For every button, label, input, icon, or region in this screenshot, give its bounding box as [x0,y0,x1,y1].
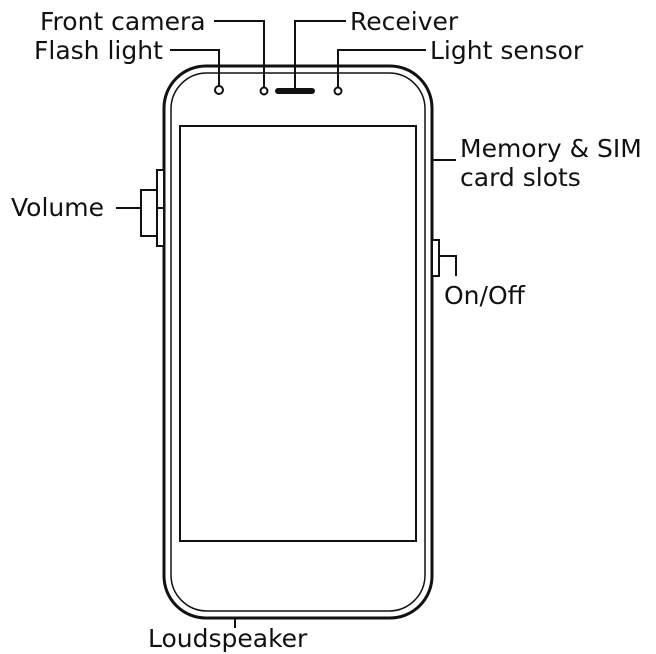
on-off-button-icon [431,239,440,277]
memory-sim-label-line2: card slots [460,163,581,192]
front-camera-label: Front camera [40,7,206,36]
memory-sim-label-line1: Memory & SIM [460,134,642,163]
phone-screen [179,125,417,542]
volume-bracket [140,189,157,237]
on-off-leader [439,255,457,276]
on-off-label: On/Off [444,281,526,310]
receiver-slot-icon [275,88,315,94]
phone-outer-outline [162,64,434,620]
flash-light-label: Flash light [34,36,163,65]
front-camera-icon [259,86,269,96]
front-camera-leader [214,20,265,87]
phone-inner-outline [170,72,426,612]
volume-label: Volume [11,193,104,222]
light-sensor-leader [337,49,426,87]
receiver-leader [294,20,346,88]
receiver-label: Receiver [350,7,459,36]
loudspeaker-label: Loudspeaker [148,624,308,653]
light-sensor-icon [333,86,343,96]
flash-light-leader [170,49,220,86]
flash-light-icon [214,85,224,95]
light-sensor-label: Light sensor [430,36,584,65]
